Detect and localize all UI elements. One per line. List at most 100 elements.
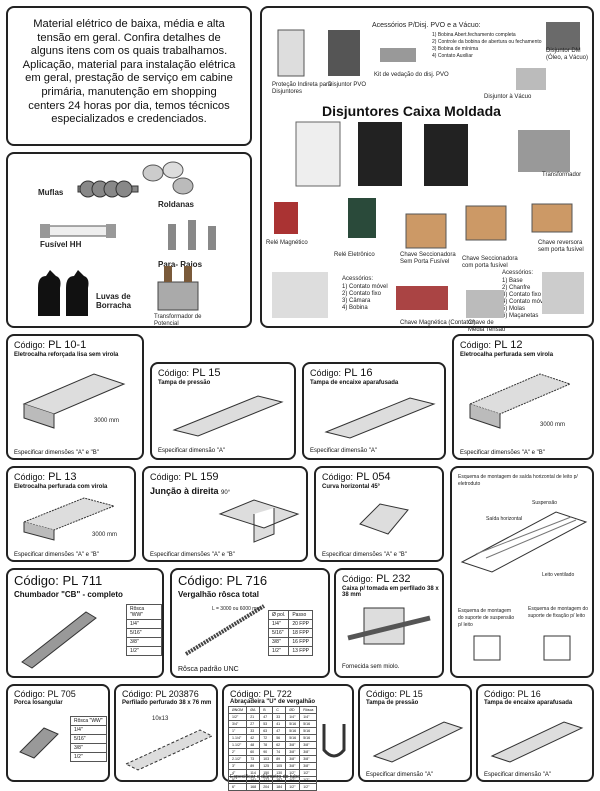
table-header: Rôsca [299,706,318,714]
suspensao-label: Suspensão [532,500,558,506]
product-code: Código: PL 232 [342,573,411,585]
acessorio-item: 2) Controle da bobina de abertura ou fec… [432,39,542,45]
product-pl16a: Código: PL 16 Tampa de encaixe aparafusa… [302,362,446,460]
table-cell: 3/8" [70,743,107,753]
product-code: Código: PL 15 [366,689,423,699]
intro-text: Material elétrico de baixa, média e alta… [22,18,236,126]
para-raios-label: Para- Raios [158,260,203,269]
dimension-label: L = 3000 ou 6000 mm [212,606,261,612]
acessorio2-item: 4) Bobina [342,305,368,311]
table-cell: 73 [246,755,261,763]
roldanas-label: Roldanas [158,200,195,209]
protecao-label: Proteção Indireta para Disjuntores [272,82,332,95]
table-cell: 184 [272,783,287,791]
transformador-image [157,266,199,311]
eletrocalha-drawing [22,373,126,429]
disjuntor-pvo-image [328,30,360,76]
table-cell: 3" [227,762,248,770]
product-code: Código: PL 159 [150,471,219,483]
product-name: Junção à direita 90° [150,486,231,496]
acessorio2-item: 2) Contato fixo [342,291,382,297]
table-cell: 33 [272,713,287,721]
table-cell: 42 [246,734,261,742]
table-cell: 53 [259,720,274,728]
product-code: Código: PL 13 [14,471,77,483]
table-cell: 5/16 [285,734,301,742]
table-cell: 5/16 [299,720,318,728]
disjuntor-vacuo-image [516,68,546,90]
product-spec: Especificar dimensão "A" [366,772,433,778]
table-cell: 1/4" [70,725,107,735]
mufla-image [77,180,139,198]
table-cell: 3/8" [299,762,318,770]
table-cell: 56 [272,734,287,742]
vergalhao-drawing [184,604,266,656]
acessorios3-list: 1) Base 2) Chanfre 3) Contato fixo 4) Co… [502,278,548,320]
tampa-encaixe-drawing [490,721,584,763]
kit-vedacao-image [380,48,416,62]
product-pl716: Código: PL 716 Vergalhão rôsca total L =… [170,568,330,678]
table-cell: 3/8" [285,755,301,763]
product-spec: Especificar dimensão "A" [310,448,377,454]
table-cell: 2.1/2" [227,755,248,763]
disjuntor-vacuo-label: Disjuntor à Vácuo [484,94,532,100]
acessorio2-item: 1) Contato móvel [342,284,388,290]
table-cell: 18 FPP [288,628,314,638]
acessorio-item: 4) Contato Auxiliar [432,53,473,59]
table-cell: 1/4" [299,713,318,721]
fusivel-image [40,224,116,238]
disjuntor-pvo-label: Disjuntor PVO [328,82,367,88]
table-cell: 1/2" [299,783,318,791]
table-cell: 72 [259,734,274,742]
table-cell: 21 [246,713,261,721]
table-cell: 5/16 [299,727,318,735]
acessorio3-item: 1) Base [502,278,523,284]
table-header: Passo [288,610,314,620]
product-name: Porca losangular [14,700,63,706]
table-header: Rôsca "WW" [126,604,162,620]
table-cell: 3/8" [126,637,162,647]
table-cell: 90 [259,748,274,756]
table-cell: 16 FPP [288,637,314,647]
chave-magnetica-image [396,286,448,310]
chave-media-image [466,290,504,318]
acessorio3-item: 2) Chanfre [502,285,531,291]
product-name: Eletrocalha perfurada sem virola [460,352,554,358]
product-code: Código: PL 054 [322,471,391,483]
product-code: Código: PL 12 [460,339,523,351]
product-name: Chumbador "CB" - completo [14,590,123,599]
transformador-label: Transformador de Potencial [154,314,202,327]
table-cell: 1/2" [285,783,301,791]
table-header: B [259,706,274,714]
chave-com-fusivel-image [465,205,507,241]
product-spec: Especificar dimensões "A" e "B" [14,552,99,558]
table-cell: 168 [246,783,261,791]
product-pl232: Código: PL 232 Caixa p/ tomada em perfil… [334,568,444,678]
product-code: Código: PL 10-1 [14,339,87,351]
roldanas-image [142,161,194,195]
table-cell: 89 [246,762,261,770]
table-cell: 5/16 [299,734,318,742]
caixa-drawing [347,607,431,645]
acessorio3-item: 6) Maçanetas [502,313,539,319]
disjuntor-dm-image [546,22,580,50]
table-header: Rôsca "WW" [70,716,107,726]
montagem-title-1: Esquema de montagem de saída horizontal … [458,474,578,487]
product-pl10: Código: PL 10-1 Eletrocalha reforçada li… [6,334,144,460]
table-cell: 1/4" [267,619,290,629]
table-cell: 1" [227,727,248,735]
product-spec: Especificar dimensões "A" e "B" [322,552,407,558]
montagem-title-2: Esquema de montagem do suporte de suspen… [458,608,515,628]
table-cell: 3/8" [285,762,301,770]
table-cell: 13 FPP [288,646,314,656]
table-cell: 3/8" [299,748,318,756]
product-code: Código: PL 16 [484,689,541,699]
chave-reversora-label: Chave reversora sem porta fusível [538,240,584,253]
product-footer: Rôsca padrão UNC [178,666,239,673]
